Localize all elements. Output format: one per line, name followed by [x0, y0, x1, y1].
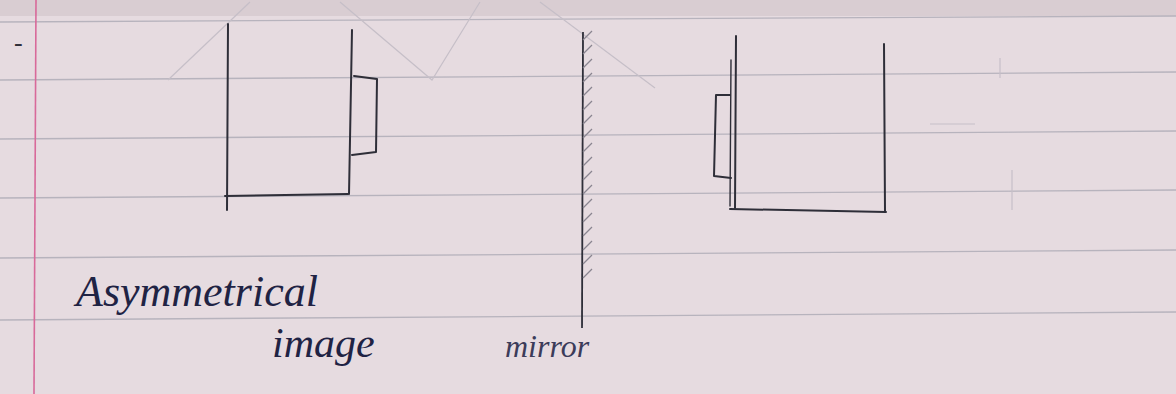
mug-side [884, 44, 885, 212]
hatch-stroke [583, 115, 592, 124]
faint-stroke [999, 58, 1000, 78]
paper-edge [0, 0, 1176, 16]
hatch-stroke [583, 185, 592, 194]
hatch-stroke [583, 241, 592, 250]
mug-bottom [730, 209, 886, 212]
mug-bottom [225, 194, 348, 196]
hatch-stroke [583, 129, 592, 138]
mug-side [349, 30, 352, 194]
faint-stroke [168, 2, 250, 80]
hatch-stroke [583, 45, 592, 54]
handwritten-note: image [272, 322, 375, 364]
margin-line [34, 0, 36, 394]
faint-stroke [930, 123, 975, 124]
ruled-line [0, 250, 1176, 258]
hatch-stroke [583, 59, 592, 68]
mug-side [227, 24, 228, 210]
hatch-stroke [583, 255, 592, 264]
left-mug [225, 24, 377, 210]
mug-side [735, 36, 736, 208]
mirror-line [582, 32, 583, 328]
faint-stroke [1011, 170, 1012, 210]
mug-handle [714, 95, 731, 178]
dash-mark: - [14, 30, 23, 56]
mirror-mug [714, 36, 886, 212]
hatch-stroke [583, 31, 592, 40]
hatch-stroke [583, 157, 592, 166]
hatch-stroke [583, 87, 592, 96]
hatch-stroke [583, 269, 592, 278]
hatch-stroke [583, 213, 592, 222]
hatch-stroke [583, 101, 592, 110]
faint-stroke [340, 2, 480, 80]
ruled-lines [0, 16, 1176, 320]
hatch-stroke [583, 143, 592, 152]
hatch-stroke [583, 73, 592, 82]
handwritten-note: mirror [505, 330, 589, 362]
ruled-line [0, 190, 1176, 198]
mirror-hatching [583, 31, 592, 278]
hatch-stroke [583, 199, 592, 208]
hatch-stroke [583, 227, 592, 236]
hatch-stroke [583, 171, 592, 180]
ruled-line [0, 16, 1176, 22]
mirror-symbol [582, 31, 592, 328]
handwritten-note: Asymmetrical [76, 270, 318, 314]
mug-side [730, 60, 731, 206]
faint-stroke [540, 2, 655, 88]
mug-handle [352, 76, 377, 155]
